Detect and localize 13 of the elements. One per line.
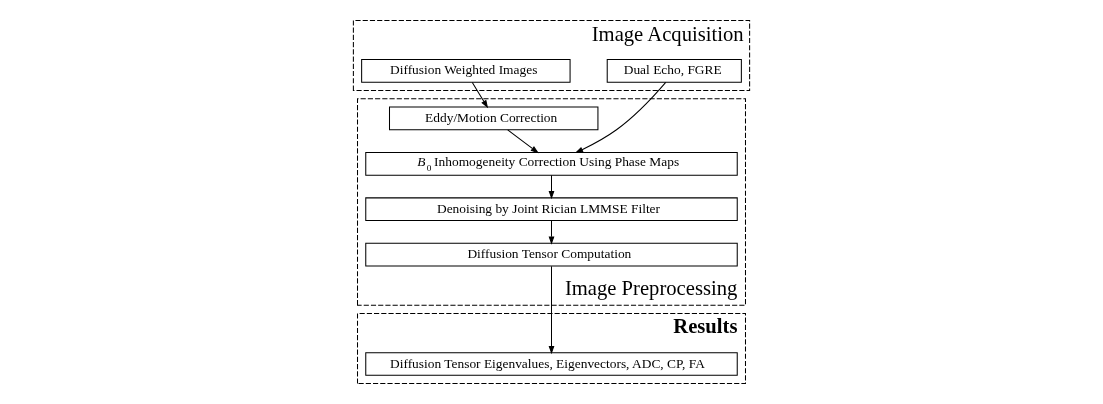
node-box: B$_{0}$ Inhomogeneity Correction Using Phase Maps (365, 151, 738, 176)
node-box: Diffusion Tensor Eigenvalues, Eigenvectors, ADC, CP, FA (365, 352, 738, 376)
arrow (471, 82, 489, 109)
node-box: Dual Echo, FGRE (606, 59, 742, 83)
node-box: Denoising by Joint Rician LMMSE Filter (365, 197, 738, 222)
node-box: Eddy/Motion Correction (389, 106, 599, 131)
arrow (574, 81, 667, 154)
arrow (548, 265, 555, 355)
arrow (548, 220, 555, 245)
node-box: Diffusion Weighted Images (361, 59, 571, 83)
arrow (548, 174, 555, 200)
arrow (507, 129, 539, 154)
node-box: Diffusion Tensor Computation (365, 242, 738, 267)
